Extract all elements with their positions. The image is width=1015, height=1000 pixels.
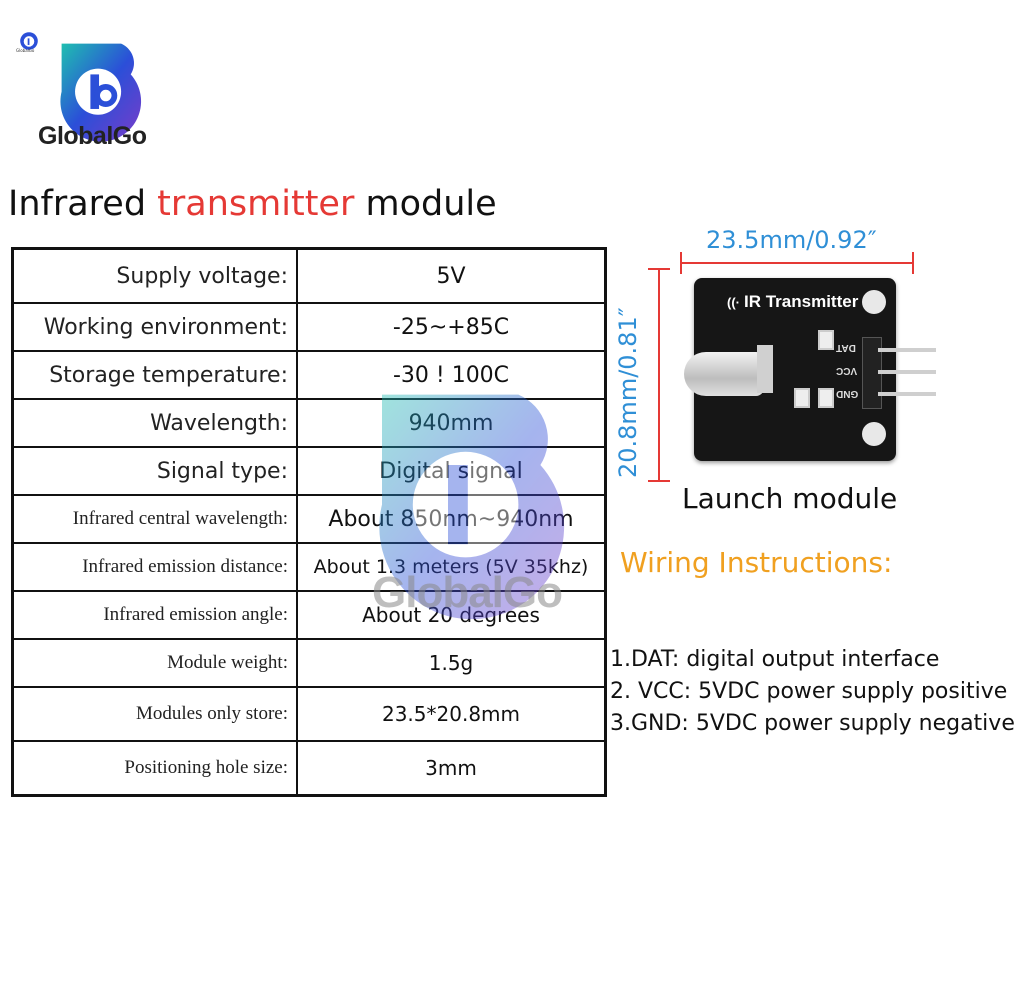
title-suffix: module	[354, 184, 497, 224]
wiring-title: Wiring Instructions:	[620, 546, 893, 579]
list-item: 3.GND: 5VDC power supply negative	[610, 711, 1015, 736]
globalgo-logo-icon	[60, 43, 142, 142]
table-row: Wavelength: 940mm	[11, 398, 607, 448]
spec-value: Digital signal	[296, 446, 607, 496]
spec-key: Modules only store:	[11, 686, 298, 742]
smd-component	[794, 388, 810, 408]
ir-led	[684, 352, 764, 396]
height-dimension-line	[658, 268, 660, 482]
board-label-text: IR Transmitter	[744, 292, 859, 311]
spec-value: 3mm	[296, 740, 607, 797]
header-pin	[878, 370, 936, 374]
spec-value: 23.5*20.8mm	[296, 686, 607, 742]
width-dimension-label: 23.5mm/0.92″	[706, 226, 877, 254]
smd-component	[818, 330, 834, 350]
spec-key: Infrared emission distance:	[11, 542, 298, 592]
header-pin	[878, 348, 936, 352]
table-row: Modules only store: 23.5*20.8mm	[11, 686, 607, 742]
height-dimension-tick-top	[648, 268, 670, 270]
table-row: Storage temperature: -30 ! 100C	[11, 350, 607, 400]
table-row: Infrared emission distance: About 1.3 me…	[11, 542, 607, 592]
ir-signal-icon: ((·	[727, 295, 740, 310]
spec-value: 940mm	[296, 398, 607, 448]
mounting-hole	[862, 422, 886, 446]
spec-value: About 1.3 meters (5V 35khz)	[296, 542, 607, 592]
list-item: 2. VCC: 5VDC power supply positive	[610, 679, 1008, 704]
spec-value: -30 ! 100C	[296, 350, 607, 400]
spec-key: Working environment:	[11, 302, 298, 352]
small-logo-text: GlobalGo	[16, 48, 35, 53]
spec-key: Infrared emission angle:	[11, 590, 298, 640]
spec-value: 5V	[296, 247, 607, 304]
spec-key: Signal type:	[11, 446, 298, 496]
spec-key: Supply voltage:	[11, 247, 298, 304]
page-title: Infrared transmitter module	[8, 184, 497, 224]
table-row: Infrared central wavelength: About 850nm…	[11, 494, 607, 544]
logo-text: GlobalGo	[38, 122, 147, 150]
spec-key: Infrared central wavelength:	[11, 494, 298, 544]
height-dimension-tick-bottom	[648, 480, 670, 482]
board-label: ((· IR Transmitter	[727, 292, 858, 312]
spec-key: Positioning hole size:	[11, 740, 298, 797]
spec-key: Module weight:	[11, 638, 298, 688]
spec-table: Supply voltage: 5V Working environment: …	[11, 247, 607, 797]
title-prefix: Infrared	[8, 184, 158, 224]
wiring-list: 1.DAT: digital output interface 2. VCC: …	[610, 644, 1015, 740]
table-row: Supply voltage: 5V	[11, 247, 607, 304]
pin-label-dat: DAT	[836, 342, 856, 353]
small-logo-icon	[20, 32, 38, 50]
table-row: Infrared emission angle: About 20 degree…	[11, 590, 607, 640]
width-dimension-tick-left	[680, 252, 682, 274]
header-pin	[878, 392, 936, 396]
table-row: Working environment: -25~+85C	[11, 302, 607, 352]
spec-key: Storage temperature:	[11, 350, 298, 400]
led-housing	[757, 345, 773, 393]
module-caption: Launch module	[682, 482, 898, 515]
smd-component	[818, 388, 834, 408]
spec-value: About 20 degrees	[296, 590, 607, 640]
height-dimension-label: 20.8mm/0.81″	[614, 307, 642, 478]
table-row: Positioning hole size: 3mm	[11, 740, 607, 797]
spec-value: About 850nm~940nm	[296, 494, 607, 544]
width-dimension-tick-right	[912, 252, 914, 274]
mounting-hole	[862, 290, 886, 314]
title-accent: transmitter	[157, 184, 355, 224]
spec-value: 1.5g	[296, 638, 607, 688]
spec-value: -25~+85C	[296, 302, 607, 352]
pin-label-vcc: VCC	[836, 365, 858, 376]
pin-label-gnd: GND	[836, 388, 859, 399]
spec-key: Wavelength:	[11, 398, 298, 448]
table-row: Signal type: Digital signal	[11, 446, 607, 496]
list-item: 1.DAT: digital output interface	[610, 647, 940, 672]
table-row: Module weight: 1.5g	[11, 638, 607, 688]
width-dimension-line	[680, 262, 914, 264]
